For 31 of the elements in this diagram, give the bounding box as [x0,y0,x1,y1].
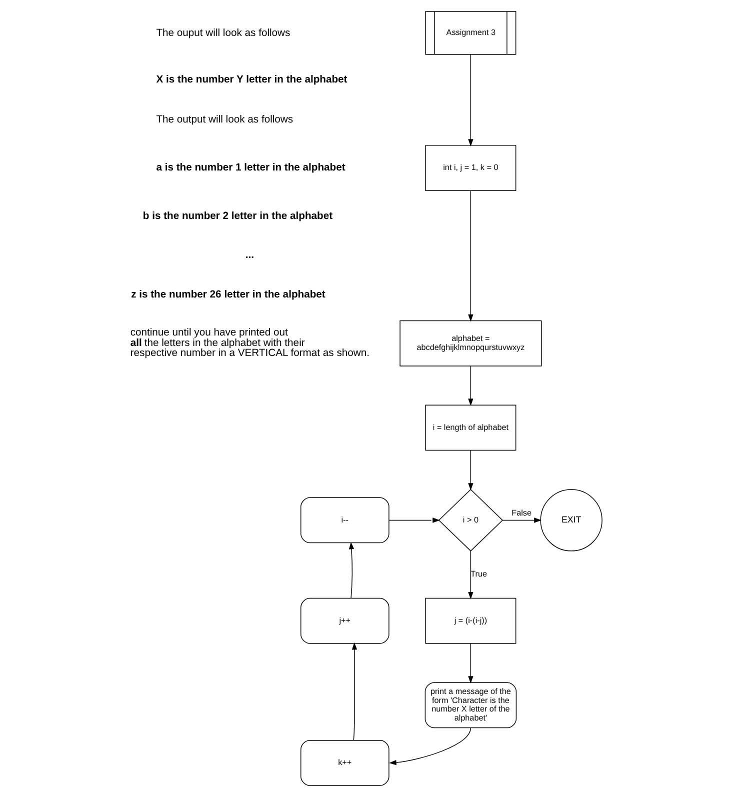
arrow [502,518,542,523]
node-box: alphabet = abcdefghijklmnopqurstuvwxyz [400,320,542,366]
label: The output will look as follows [156,114,294,126]
node-box: i-- [300,497,390,544]
node-circle: EXIT [540,489,602,552]
edge-label: False [512,508,532,518]
arrow [468,190,474,322]
node-diamond: i > 0 [438,489,504,552]
arrow [468,450,474,491]
label: continue until you have printed out all the letters in the alphabet with their respective number in a VERTICAL format as shown. [130,327,370,360]
label: a is the number 1 letter in the alphabet [156,162,346,174]
edge-label: True [470,570,488,579]
label: The ouput will look as follows [156,28,290,40]
node-box: int i, j = 1, k = 0 [425,145,516,191]
arrow [352,642,358,741]
arrow [348,542,354,599]
arrow [468,54,474,147]
arrow [468,643,474,684]
node-box: k++ [300,740,390,786]
node-box: print a message of the form 'Character is the number X letter of the alphabet' [424,682,517,728]
node-box: j++ [300,598,390,644]
arrow [388,727,472,766]
arrow [468,366,474,406]
label: b is the number 2 letter in the alphabet [142,210,333,222]
node-box: i = length of alphabet [425,404,516,451]
arrow [468,550,474,600]
label: z is the number 26 letter in the alphabet [131,289,326,300]
node-box: j = (i-(i-j)) [425,598,516,644]
label: ... [245,250,254,262]
label: X is the number Y letter in the alphabet [156,74,348,86]
arrow [388,518,440,523]
